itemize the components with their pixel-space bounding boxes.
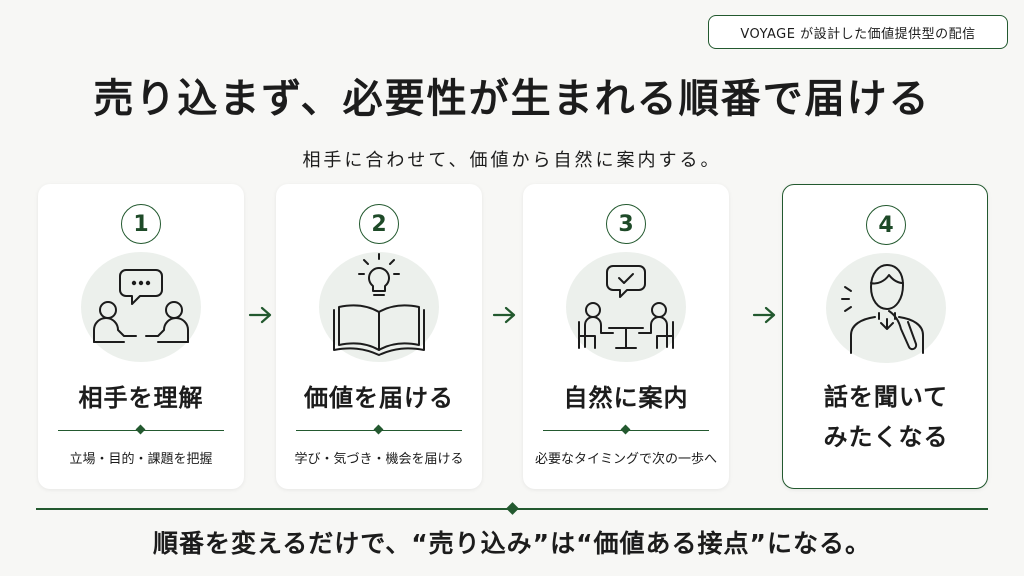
step-number-2: 2 xyxy=(359,204,399,244)
header-badge: VOYAGE が設計した価値提供型の配信 xyxy=(708,15,1008,49)
meeting-table-icon xyxy=(561,252,691,362)
step-card-1: 1 相手を理解 立場・目的・課題を把握 xyxy=(38,184,244,489)
page-title: 売り込まず、必要性が生まれる順番で届ける xyxy=(93,76,931,122)
step-description-3: 必要なタイミングで次の一歩へ xyxy=(534,452,717,467)
step-description-1: 立場・目的・課題を把握 xyxy=(69,452,213,467)
step-card-4: 4 話を聞いて みたくなる xyxy=(782,184,988,489)
step-number-1: 1 xyxy=(121,204,161,244)
step-number-4: 4 xyxy=(866,205,906,245)
step-title-4: 話を聞いて みたくなる xyxy=(823,383,949,451)
step-title-1: 相手を理解 xyxy=(78,384,204,412)
footer-divider-diamond xyxy=(506,502,519,515)
thinking-person-icon xyxy=(821,253,951,363)
step-title-3: 自然に案内 xyxy=(563,384,689,412)
page-subtitle: 相手に合わせて、価値から自然に案内する。 xyxy=(302,150,722,171)
step-number-3: 3 xyxy=(606,204,646,244)
arrow-right-icon xyxy=(752,306,776,324)
step-divider-2 xyxy=(296,430,462,431)
step-title-2: 価値を届ける xyxy=(304,384,454,412)
step-card-2: 2 価値を届ける 学び・気づき・機会を届ける xyxy=(276,184,482,489)
footer-message: 順番を変えるだけで、“売り込み”は“価値ある接点”になる。 xyxy=(153,529,871,558)
arrow-right-icon xyxy=(248,306,272,324)
step-description-2: 学び・気づき・機会を届ける xyxy=(294,452,464,467)
open-book-lightbulb-icon xyxy=(314,252,444,362)
step-card-3: 3 自然に案内 必要なタイミングで次の一歩へ xyxy=(523,184,729,489)
arrow-right-icon xyxy=(492,306,516,324)
conversation-people-icon xyxy=(76,252,206,362)
step-divider-1 xyxy=(58,430,224,431)
step-divider-3 xyxy=(543,430,709,431)
